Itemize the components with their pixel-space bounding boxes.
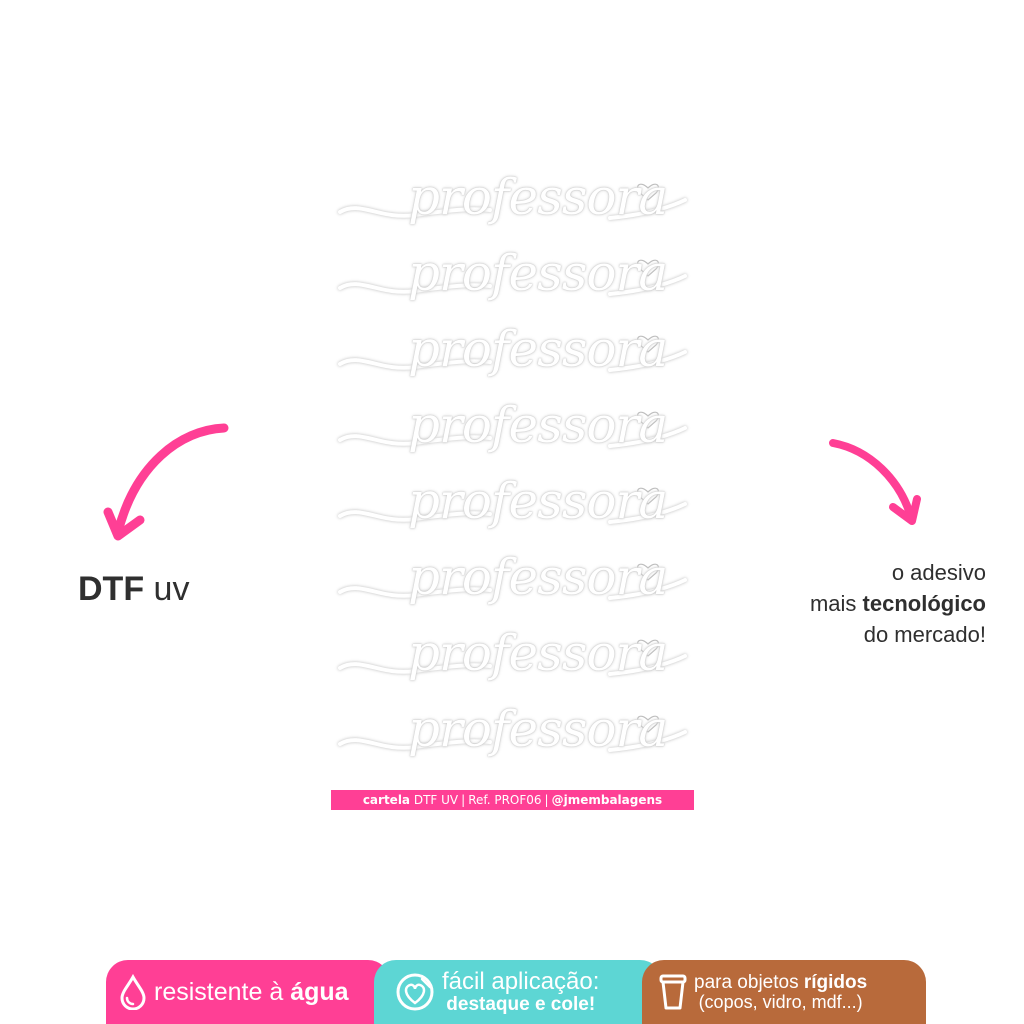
sticker-item: professora (330, 312, 700, 392)
easy-application-label: fácil aplicação: destaque e cole! (442, 969, 599, 1014)
footer-separator: | (544, 793, 549, 807)
left-curved-arrow-icon (103, 423, 229, 541)
sticker-word: professora (408, 168, 668, 226)
sticker-word: professora (408, 700, 668, 758)
rigid-objects-line-2: (copos, vidro, mdf...) (698, 991, 863, 1012)
tagline-bold: tecnológico (862, 591, 986, 616)
cup-icon (659, 974, 687, 1010)
sticker-word: professora (408, 548, 668, 606)
tagline-line-2: mais tecnológico (810, 588, 986, 619)
rigid-objects-badge: para objetos rígidos (copos, vidro, mdf.… (642, 960, 926, 1024)
rigid-objects-bold: rígidos (803, 971, 868, 993)
rigid-objects-label: para objetos rígidos (copos, vidro, mdf.… (694, 971, 868, 1012)
water-resistant-badge: resistente à água (106, 960, 390, 1024)
sheet-footer-label: cartela DTF UV|Ref. PROF06|@jmembalagens (331, 790, 694, 810)
tagline: o adesivo mais tecnológico do mercado! (810, 557, 986, 650)
footer-product: DTF UV (413, 793, 459, 807)
easy-application-badge: fácil aplicação: destaque e cole! (374, 960, 662, 1024)
sticker-item: professora (330, 236, 700, 316)
sticker-item: professora (330, 388, 700, 468)
flourish-swash-icon (338, 411, 687, 448)
right-curved-arrow-icon (829, 439, 921, 525)
flourish-swash-icon (338, 259, 687, 296)
footer-ref: Ref. PROF06 (468, 793, 542, 807)
flourish-swash-icon (338, 715, 687, 752)
product-type-light: uv (153, 570, 190, 608)
easy-application-line-1: fácil aplicação: (442, 968, 600, 996)
sticker-peel-icon (396, 973, 434, 1011)
easy-application-line-2: destaque e cole! (446, 993, 596, 1015)
sticker-item: professora (330, 616, 700, 696)
flourish-swash-icon (338, 335, 687, 372)
sticker-item: professora (330, 692, 700, 772)
flourish-swash-icon (338, 639, 687, 676)
rigid-objects-line-1: para objetos rígidos (694, 971, 868, 993)
flourish-swash-icon (338, 563, 687, 600)
footer-prefix: cartela (362, 793, 411, 807)
water-resistant-label: resistente à água (154, 979, 349, 1005)
sticker-item: professora (330, 160, 700, 240)
sticker-word: professora (408, 320, 668, 378)
sticker-word: professora (408, 244, 668, 302)
product-type-label: DTF uv (78, 570, 189, 609)
product-type-bold: DTF (78, 570, 145, 608)
footer-handle: @jmembalagens (551, 793, 663, 807)
tagline-line-1: o adesivo (891, 560, 986, 585)
sticker-sheet: professora professora professora professora… (330, 160, 700, 790)
tagline-prefix: mais (809, 591, 857, 616)
sticker-word: professora (408, 472, 668, 530)
flourish-swash-icon (338, 487, 687, 524)
footer-separator: | (461, 793, 466, 807)
sticker-word: professora (408, 624, 668, 682)
sticker-item: professora (330, 540, 700, 620)
sticker-item: professora (330, 464, 700, 544)
rigid-objects-prefix: para objetos (694, 971, 799, 993)
water-drop-icon (120, 974, 146, 1010)
water-resistant-text: resistente à (154, 977, 284, 1006)
tagline-line-3: do mercado! (863, 622, 986, 647)
flourish-swash-icon (338, 183, 687, 220)
water-resistant-bold: água (290, 977, 349, 1006)
sticker-word: professora (408, 396, 668, 454)
